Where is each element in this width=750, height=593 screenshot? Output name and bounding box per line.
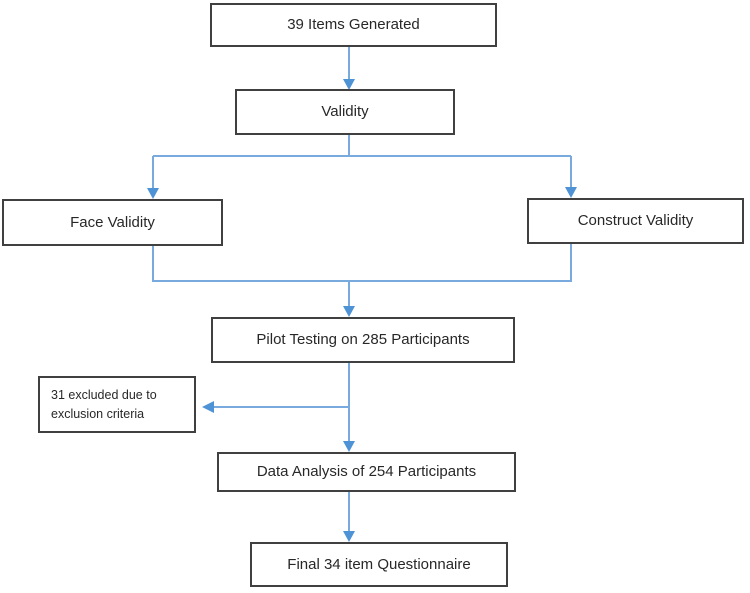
arrowhead-pilot — [343, 306, 355, 317]
arrowhead-final — [343, 531, 355, 542]
node-items-generated-label: 39 Items Generated — [287, 16, 420, 34]
node-items-generated: 39 Items Generated — [210, 3, 497, 47]
node-data-analysis-label: Data Analysis of 254 Participants — [256, 463, 477, 481]
node-final-questionnaire: Final 34 item Questionnaire — [250, 542, 508, 587]
node-pilot-testing: Pilot Testing on 285 Participants — [211, 317, 515, 363]
node-construct-validity: Construct Validity — [527, 198, 744, 244]
arrowhead-face-validity — [147, 188, 159, 199]
arrowhead-validity — [343, 79, 355, 90]
node-construct-validity-label: Construct Validity — [577, 212, 694, 230]
arrowhead-excluded — [202, 401, 214, 413]
node-pilot-testing-label: Pilot Testing on 285 Participants — [256, 331, 470, 349]
node-final-questionnaire-label: Final 34 item Questionnaire — [287, 555, 471, 573]
node-excluded: 31 excluded due to exclusion criteria — [38, 376, 196, 433]
node-face-validity: Face Validity — [2, 199, 223, 246]
node-excluded-label: 31 excluded due to exclusion criteria — [51, 387, 157, 421]
node-face-validity-label: Face Validity — [70, 213, 155, 231]
arrowhead-data-analysis — [343, 441, 355, 452]
arrowhead-construct-validity — [565, 187, 577, 198]
node-validity: Validity — [235, 89, 455, 135]
node-data-analysis: Data Analysis of 254 Participants — [217, 452, 516, 492]
node-validity-label: Validity — [321, 103, 369, 121]
